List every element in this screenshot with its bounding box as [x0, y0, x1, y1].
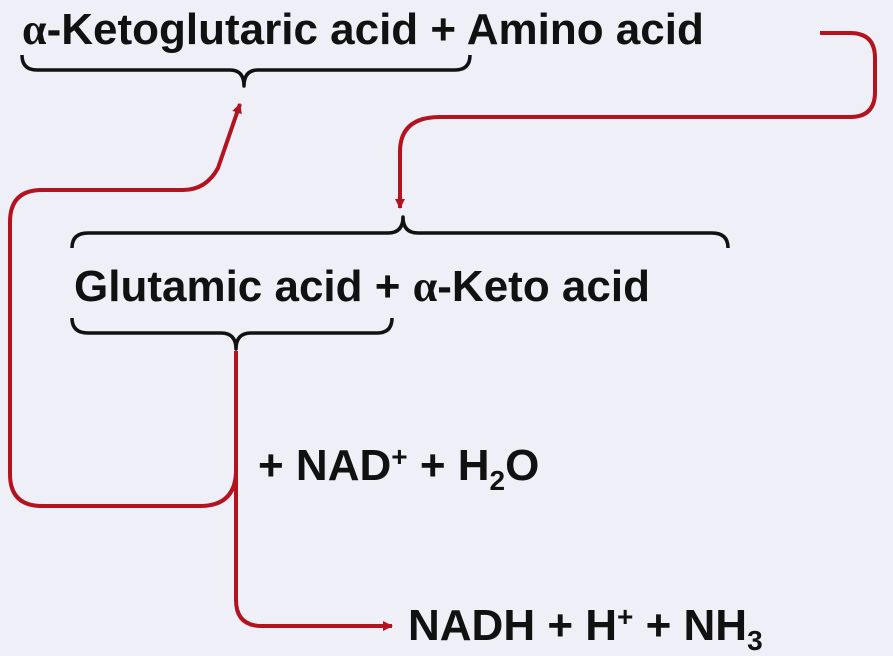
- arrow-glutamate-recycle: [8, 103, 242, 508]
- final-products-label: NADH + H+ + NH3: [408, 601, 763, 655]
- glutamic-acid-text: Glutamic acid: [74, 262, 363, 311]
- products-pair-label: Glutamic acid + α-Keto acid: [74, 265, 650, 309]
- plus-sign: +: [418, 5, 467, 54]
- water-subscript: 2: [489, 465, 506, 496]
- water-text: + H: [407, 441, 490, 490]
- alpha-symbol: α: [22, 5, 47, 54]
- water-oxygen: O: [505, 441, 540, 490]
- arrow-to-nadh-products: [234, 470, 393, 631]
- amino-acid-text: Amino acid: [466, 5, 704, 54]
- alpha-symbol: α: [412, 262, 438, 311]
- keto-acid-text: -Keto acid: [437, 262, 650, 311]
- substrates-label: α-Ketoglutaric acid + Amino acid: [22, 8, 704, 52]
- h-charge: +: [617, 601, 634, 632]
- brace-glutamic: [70, 317, 394, 351]
- ammonia-subscript: 3: [747, 625, 763, 656]
- reagents-label: + NAD+ + H2O: [258, 441, 540, 495]
- nad-text: + NAD: [258, 441, 392, 490]
- arrow-amino-to-products: [395, 31, 877, 209]
- brace-ketoglutaric: [20, 54, 472, 88]
- plus-sign: +: [362, 262, 413, 311]
- brace-product-pair: [70, 215, 730, 249]
- ammonia-text: + NH: [633, 601, 748, 650]
- nadh-text: NADH + H: [408, 601, 618, 650]
- ketoglutaric-acid-text: -Ketoglutaric acid: [46, 5, 419, 54]
- nad-charge: +: [391, 441, 408, 472]
